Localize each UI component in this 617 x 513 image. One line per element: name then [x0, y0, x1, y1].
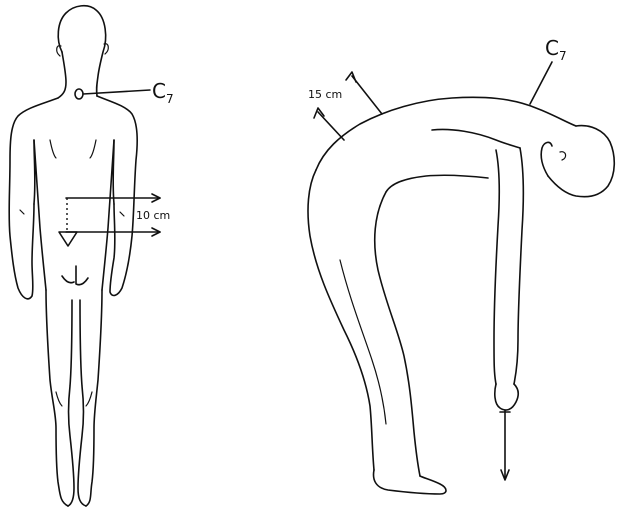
bent-figure-side-view — [308, 62, 614, 494]
neck-front — [541, 142, 552, 176]
right-leg-outer — [86, 290, 102, 506]
c7-subscript: 7 — [166, 92, 174, 106]
c7-leader-line — [530, 62, 552, 104]
right-shoulder-arm — [97, 96, 137, 295]
leg-front-contour — [375, 192, 420, 476]
right-leg-inner — [78, 300, 86, 506]
front-torso — [386, 175, 488, 192]
left-leg-inner — [68, 300, 74, 506]
neck-left-outline — [58, 52, 66, 98]
c7-leader-line — [83, 90, 150, 94]
side-view-c7-label: C7 — [545, 36, 567, 63]
left-leg-outer — [46, 290, 68, 506]
head-outline — [548, 126, 614, 197]
flank-mark-right — [120, 212, 124, 216]
ear-side — [560, 152, 566, 160]
inner-leg-line — [340, 260, 386, 424]
standing-figure-back-view — [9, 6, 160, 506]
knee-left — [56, 392, 62, 406]
hand — [495, 384, 518, 410]
scapula-right — [90, 140, 96, 158]
back-contour — [316, 97, 576, 170]
c7-subscript: 7 — [559, 49, 567, 63]
measure-arrowhead-upper — [346, 72, 356, 82]
c7-vertebra-marker — [75, 89, 83, 99]
lumbosacral-triangle-marker — [59, 232, 77, 246]
leg-back-contour — [308, 170, 374, 470]
back-view-distance-label: 10 cm — [136, 209, 170, 222]
scapula-left — [50, 140, 56, 158]
foot — [374, 470, 446, 494]
knee-right — [86, 392, 92, 406]
hanging-arm-inner — [494, 150, 499, 384]
gluteal-line — [62, 266, 88, 285]
flank-mark-left — [20, 210, 24, 214]
shoulder-contour — [432, 129, 520, 148]
torso-left-side — [34, 140, 46, 290]
side-view-distance-label: 15 cm — [308, 88, 342, 101]
hanging-arm-outer — [514, 148, 523, 384]
c7-letter: C — [545, 36, 559, 60]
c7-letter: C — [152, 79, 166, 103]
left-shoulder-arm — [9, 98, 58, 299]
measure-line-lower — [318, 112, 344, 140]
back-view-c7-label: C7 — [152, 79, 174, 106]
